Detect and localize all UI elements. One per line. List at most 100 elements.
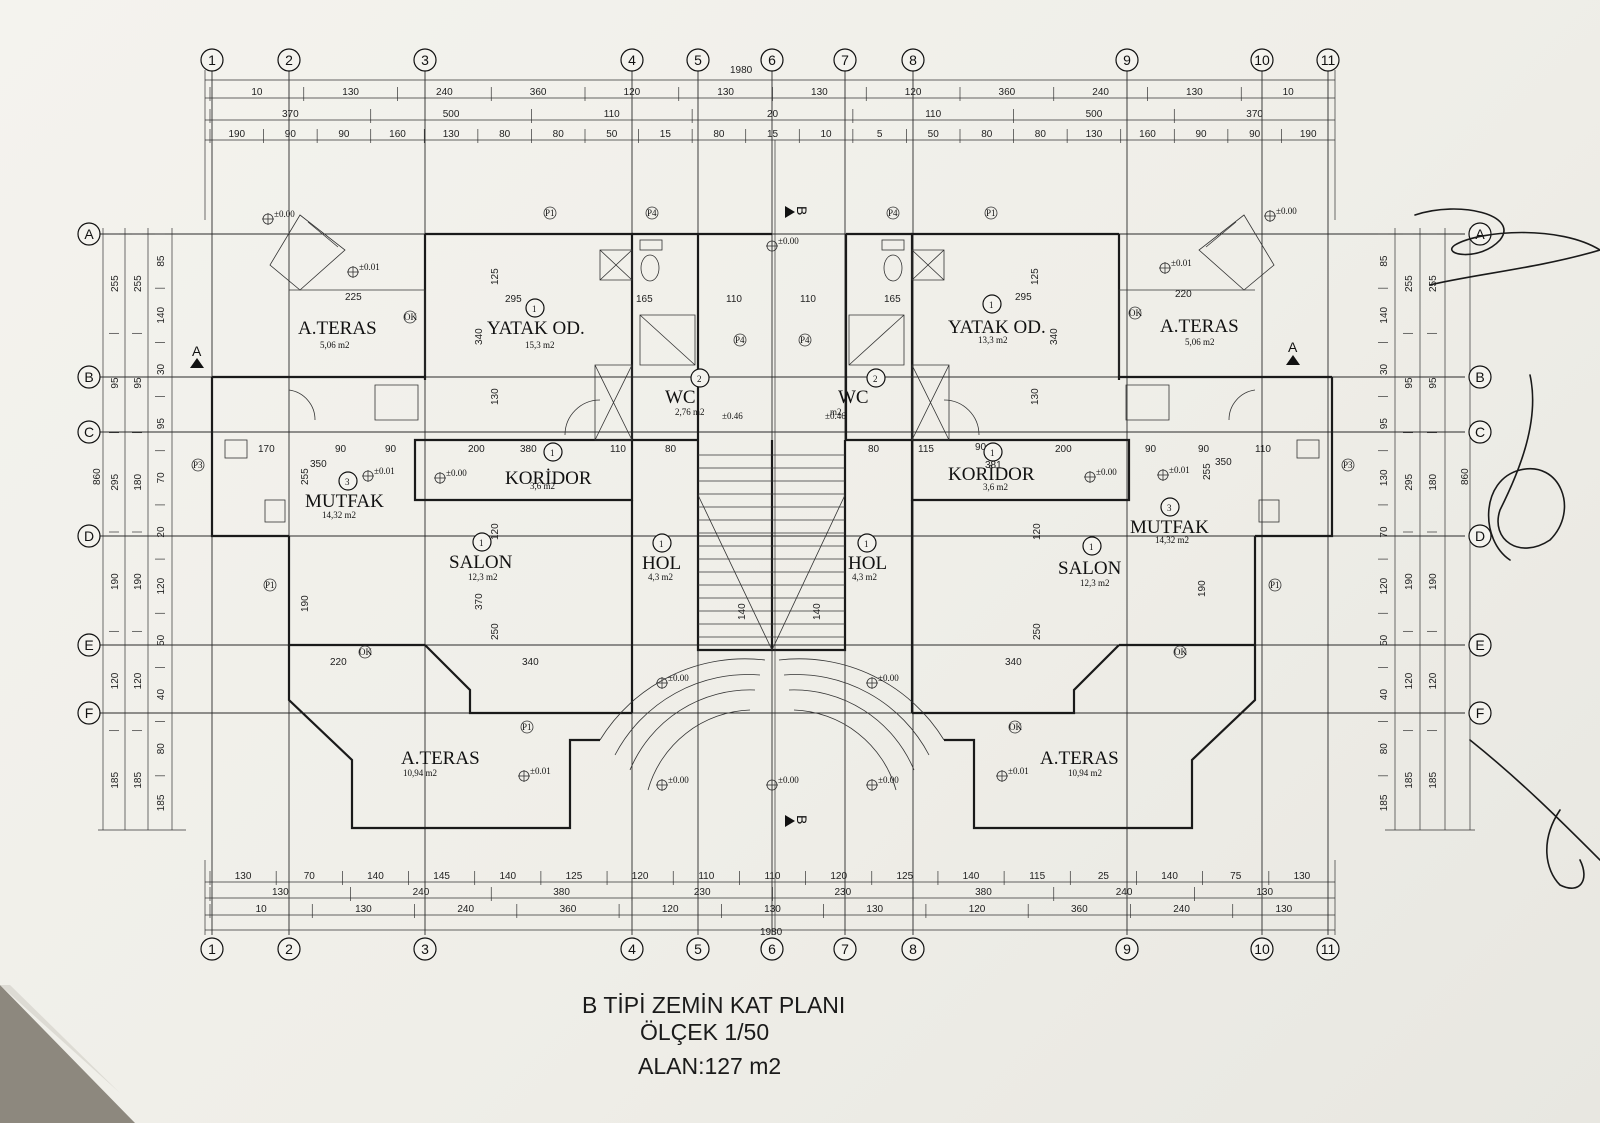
window-tag: P3 xyxy=(1343,460,1353,470)
dimension-value: 5 xyxy=(877,129,883,140)
level-label: ±0.00 xyxy=(1276,206,1297,216)
dim-label: 295 xyxy=(505,294,522,305)
level-label: ±0.00 xyxy=(668,775,689,785)
dimension-value: 130 xyxy=(272,887,289,898)
axis-9-bubble xyxy=(1115,937,1139,961)
dimension-value: 240 xyxy=(436,87,453,98)
room-area: 12,3 m2 xyxy=(1080,578,1110,588)
level-label: ±0.01 xyxy=(359,262,380,272)
axis-4-label: 4 xyxy=(628,52,636,68)
room-area: 4,3 m2 xyxy=(852,572,877,582)
axis-D-label: D xyxy=(84,528,94,544)
dimension-value: 95 xyxy=(110,377,121,389)
level-label: ±0.00 xyxy=(878,775,899,785)
window-tag: P1 xyxy=(545,208,555,218)
dim-label: 255 xyxy=(1202,463,1213,480)
dimension-value: 370 xyxy=(282,109,299,120)
axis-11-bubble xyxy=(1316,48,1340,72)
axis-10-bubble xyxy=(1250,48,1274,72)
dimension-value: 295 xyxy=(1404,474,1415,491)
dimension-value: 190 xyxy=(228,129,245,140)
room-area: 3,6 m2 xyxy=(530,481,555,491)
room-number: 3 xyxy=(1167,503,1172,513)
room-number-bubble xyxy=(1160,497,1180,517)
axis-D-bubble xyxy=(77,524,101,548)
room-number-bubble xyxy=(866,368,886,388)
dimension-value: 75 xyxy=(1230,871,1242,882)
room-labels-left: A.TERAS 5,06 m2 1 YATAK OD. 15,3 m2 2 WC… xyxy=(298,298,710,778)
dimension-value: 10 xyxy=(1283,87,1295,98)
window-tag: P4 xyxy=(800,335,810,345)
axis-1-bubble xyxy=(200,937,224,961)
dim-label: 110 xyxy=(726,294,742,305)
dim-label: 340 xyxy=(1005,657,1022,668)
window-tag: P4 xyxy=(735,335,745,345)
level-label: ±0.01 xyxy=(530,766,551,776)
dimension-value: 120 xyxy=(156,577,167,594)
dimension-value: 240 xyxy=(457,904,474,915)
dimension-value: 190 xyxy=(1300,129,1317,140)
room-area: 12,3 m2 xyxy=(468,572,498,582)
level-label: ±0.46 xyxy=(825,411,846,421)
dimension-value: 50 xyxy=(606,129,618,140)
dimension-value: 500 xyxy=(1086,109,1103,120)
room-name: WC xyxy=(665,387,696,408)
axis-11-label: 11 xyxy=(1321,941,1336,957)
level-label: ±0.01 xyxy=(1169,465,1190,475)
axis-7-bubble xyxy=(833,937,857,961)
dimension-value: 10 xyxy=(821,129,833,140)
room-dimension-labels: 225 295 165 110 110 165 295 220 170 90 9… xyxy=(258,268,1271,668)
room-area: 10,94 m2 xyxy=(1068,768,1102,778)
dimension-value: 120 xyxy=(662,904,679,915)
dimension-value: 140 xyxy=(499,871,516,882)
dim-label: 350 xyxy=(1215,457,1232,468)
dim-label: 225 xyxy=(345,292,362,303)
dimension-value: 360 xyxy=(560,904,577,915)
level-label: ±0.01 xyxy=(1171,258,1192,268)
dimension-value: 130 xyxy=(1256,887,1273,898)
dim-label: 110 xyxy=(610,444,626,455)
axis-B-bubble xyxy=(77,365,101,389)
dim-label: 90 xyxy=(975,442,987,453)
dim-label: 110 xyxy=(1255,444,1271,455)
dimension-value: 110 xyxy=(925,109,941,120)
axis-1-label: 1 xyxy=(208,941,216,957)
dimension-value: 120 xyxy=(830,871,847,882)
axis-7-bubble xyxy=(833,48,857,72)
room-number-bubble xyxy=(982,294,1002,314)
window-tag: OK xyxy=(404,312,417,322)
dimension-value: 85 xyxy=(1379,255,1390,267)
dimension-value: 255 xyxy=(110,275,121,292)
dimension-value: 185 xyxy=(156,794,167,811)
dimension-value: 130 xyxy=(764,904,781,915)
room-name: YATAK OD. xyxy=(948,317,1046,338)
room-area: 5,06 m2 xyxy=(1185,337,1215,347)
axis-8-label: 8 xyxy=(909,941,917,957)
axis-10-bubble xyxy=(1250,937,1274,961)
axis-5-label: 5 xyxy=(694,52,702,68)
axis-6-label: 6 xyxy=(768,941,776,957)
axis-1-label: 1 xyxy=(208,52,216,68)
room-number: 1 xyxy=(989,300,994,310)
dimension-value: 380 xyxy=(975,887,992,898)
dimension-value: 30 xyxy=(1379,363,1390,375)
room-number: 1 xyxy=(532,304,537,314)
axis-7-label: 7 xyxy=(841,52,849,68)
axis-6-label: 6 xyxy=(768,52,776,68)
dimension-value: 80 xyxy=(156,743,167,755)
dimension-value: 20 xyxy=(156,526,167,538)
room-number: 1 xyxy=(659,539,664,549)
dim-label: 340 xyxy=(1049,328,1060,345)
room-name: A.TERAS xyxy=(1160,316,1239,337)
dimension-value: 50 xyxy=(1379,634,1390,646)
axis-2-bubble xyxy=(277,937,301,961)
dimension-value: 120 xyxy=(110,672,121,689)
window-tag: OK xyxy=(359,647,372,657)
axis-A-label: A xyxy=(1475,226,1485,242)
dim-label: 220 xyxy=(1175,289,1192,300)
axis-8-label: 8 xyxy=(909,52,917,68)
dimension-value: 120 xyxy=(969,904,986,915)
axis-F-label: F xyxy=(1476,705,1485,721)
dimension-value: 140 xyxy=(367,871,384,882)
window-tag: P4 xyxy=(647,208,657,218)
